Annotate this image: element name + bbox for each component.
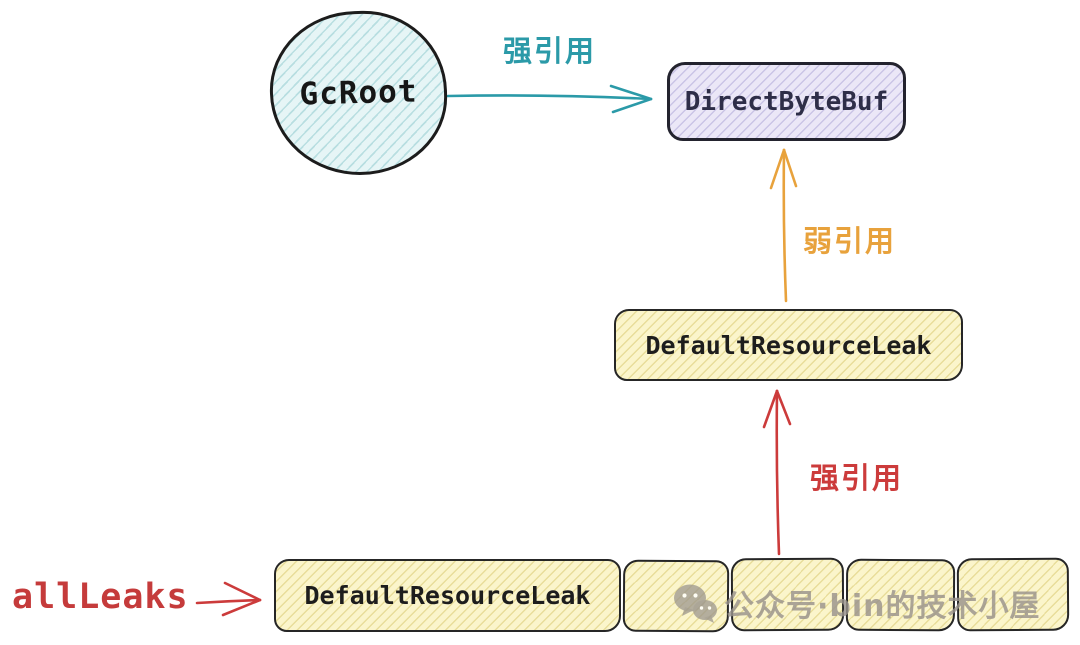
default-resource-leak-label: DefaultResourceLeak <box>645 330 932 360</box>
all-leaks-pointer-label: allLeaks <box>12 577 189 617</box>
all-leaks-list-head-cell: DefaultResourceLeak <box>274 559 621 632</box>
strong-ref-bottom-arrow <box>762 389 792 556</box>
strong-ref-bottom-label: 强引用 <box>810 461 904 495</box>
watermark-text: 公众号·bin的技术小屋 <box>724 589 1041 624</box>
gcroot-node: GcRoot <box>267 8 450 178</box>
strong-ref-top-arrow <box>446 84 653 114</box>
weak-ref-label: 弱引用 <box>803 224 897 258</box>
gcroot-label: GcRoot <box>299 73 418 113</box>
all-leaks-list-head-label: DefaultResourceLeak <box>304 581 591 610</box>
direct-byte-buf-node: DirectByteBuf <box>667 62 906 141</box>
wechat-icon <box>674 584 717 623</box>
watermark: 公众号·bin的技术小屋 <box>672 581 1041 625</box>
direct-byte-buf-label: DirectByteBuf <box>684 86 889 117</box>
strong-ref-top-label: 强引用 <box>503 34 597 68</box>
weak-ref-arrow <box>769 148 798 303</box>
all-leaks-arrow <box>195 581 262 617</box>
default-resource-leak-node: DefaultResourceLeak <box>614 309 963 381</box>
